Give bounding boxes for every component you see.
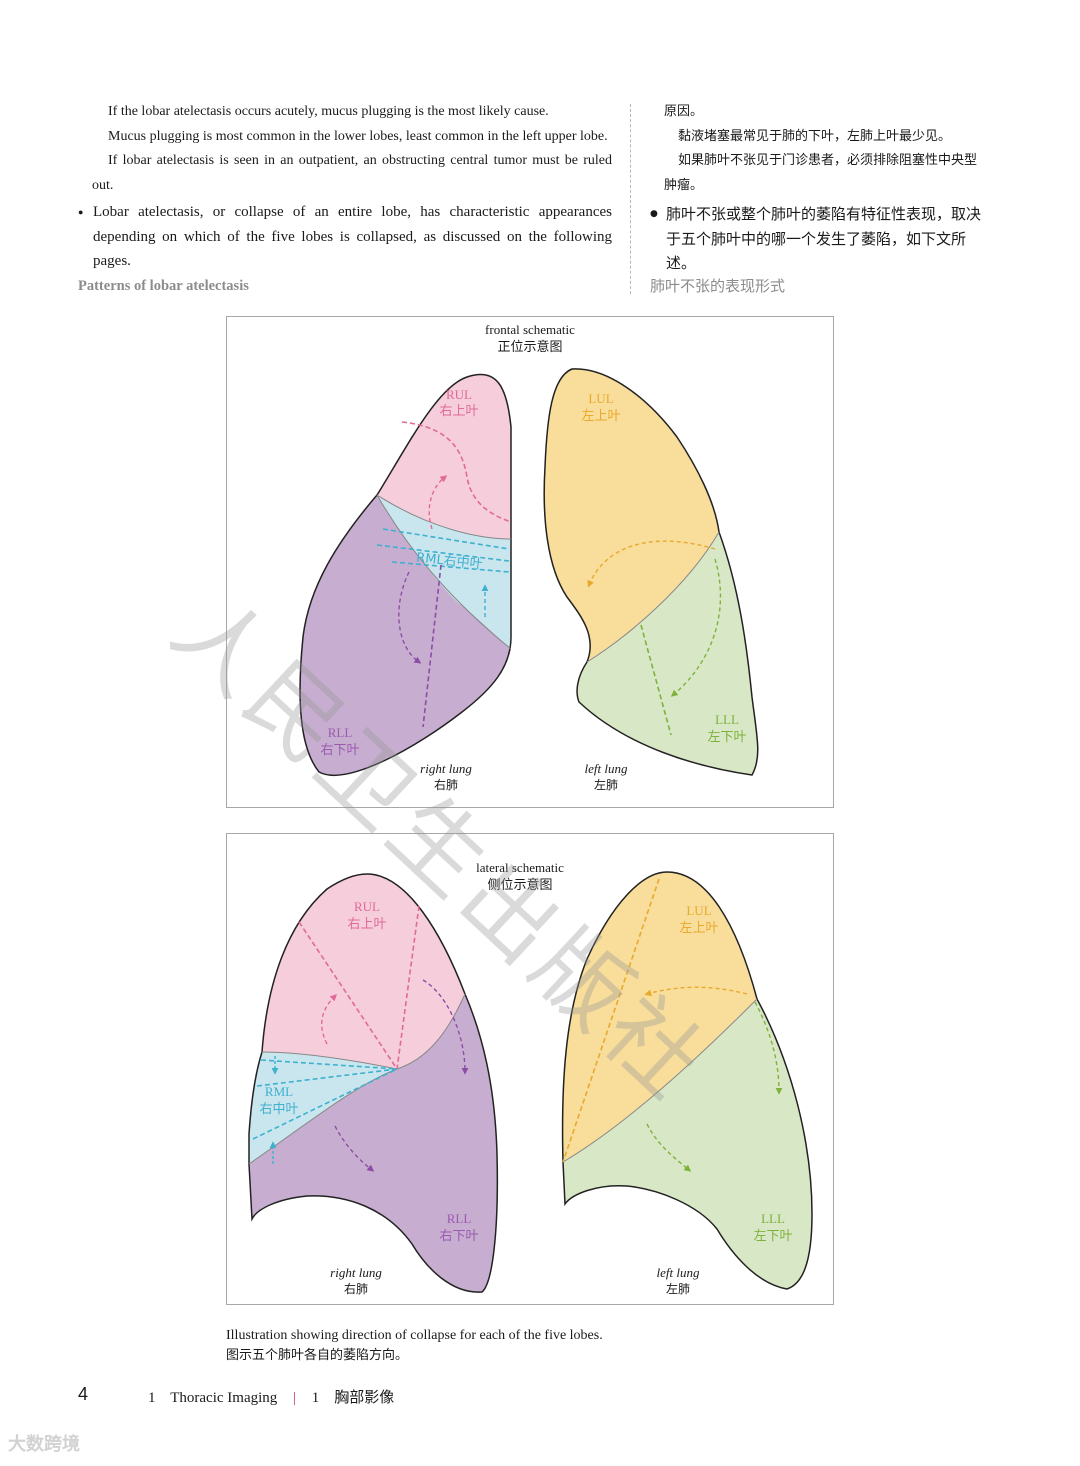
- frontal-left-lung-label: left lung 左肺: [567, 761, 645, 793]
- paragraph-acute-cause: If the lobar atelectasis occurs acutely,…: [78, 100, 612, 125]
- lateral-lll-label: LLL: [761, 1211, 785, 1226]
- chapter-separator: |: [293, 1390, 296, 1406]
- zh-paragraph-cause: 原因。: [650, 100, 985, 125]
- chapter-info: 1 Thoracic Imaging | 1 胸部影像: [148, 1386, 394, 1407]
- lateral-left-lung-en: left lung: [639, 1265, 717, 1281]
- caption-zh: 图示五个肺叶各自的萎陷方向。: [226, 1346, 603, 1366]
- bullet-lobar-atelectasis: Lobar atelectasis, or collapse of an ent…: [78, 200, 612, 274]
- frontal-right-lung-en: right lung: [407, 761, 485, 777]
- chapter-number-en: 1: [148, 1390, 156, 1406]
- zh-paragraph-outpatient: 如果肺叶不张见于门诊患者，必须排除阻塞性中央型肿瘤。: [650, 149, 985, 198]
- chapter-title-zh: 胸部影像: [334, 1388, 394, 1406]
- chinese-column: 原因。 黏液堵塞最常见于肺的下叶，左肺上叶最少见。 如果肺叶不张见于门诊患者，必…: [650, 100, 985, 298]
- frontal-rll-label-zh: 右下叶: [320, 743, 359, 758]
- zh-paragraph-mucus: 黏液堵塞最常见于肺的下叶，左肺上叶最少见。: [650, 125, 985, 150]
- english-column: If the lobar atelectasis occurs acutely,…: [78, 100, 612, 298]
- frontal-rul-label: RUL: [446, 387, 472, 402]
- lateral-rul-label: RUL: [354, 899, 380, 914]
- lateral-rml-label-zh: 右中叶: [259, 1102, 298, 1117]
- chapter-title-en: Thoracic Imaging: [170, 1390, 277, 1406]
- lateral-right-lung-label: right lung 右肺: [317, 1265, 395, 1297]
- frontal-figure: frontal schematic 正位示意图: [226, 316, 834, 808]
- lateral-lll-label-zh: 左下叶: [753, 1229, 792, 1244]
- lateral-lul-label: LUL: [686, 903, 711, 918]
- lateral-diagram: RUL 右上叶 RML 右中叶 RLL 右下叶 LUL 左上叶 LLL 左下叶: [227, 834, 833, 1304]
- frontal-left-lung-zh: 左肺: [567, 777, 645, 793]
- chapter-number-zh: 1: [312, 1390, 320, 1406]
- corner-logo: 大数跨境: [8, 1430, 80, 1456]
- frontal-right-lung-label: right lung 右肺: [407, 761, 485, 793]
- frontal-rul-label-zh: 右上叶: [439, 404, 478, 419]
- frontal-lul-label: LUL: [588, 391, 613, 406]
- column-divider: [630, 104, 631, 294]
- lateral-rll-label: RLL: [447, 1211, 472, 1226]
- zh-section-heading: 肺叶不张的表现形式: [650, 274, 985, 299]
- lateral-rul-label-zh: 右上叶: [347, 917, 386, 932]
- page-number: 4: [78, 1384, 88, 1405]
- figure-caption: Illustration showing direction of collap…: [226, 1326, 603, 1366]
- frontal-left-lung-en: left lung: [567, 761, 645, 777]
- frontal-lll-label: LLL: [715, 712, 739, 727]
- zh-bullet-lobar: 肺叶不张或整个肺叶的萎陷有特征性表现，取决于五个肺叶中的哪一个发生了萎陷，如下文…: [650, 202, 985, 276]
- lateral-figure: lateral schematic 侧位示意图: [226, 833, 834, 1305]
- frontal-right-lung-zh: 右肺: [407, 777, 485, 793]
- caption-en: Illustration showing direction of collap…: [226, 1326, 603, 1346]
- lateral-left-lung-label: left lung 左肺: [639, 1265, 717, 1297]
- lateral-lul-label-zh: 左上叶: [679, 921, 718, 936]
- frontal-rll-label: RLL: [328, 725, 353, 740]
- frontal-diagram: RUL 右上叶 RML右中叶 RLL 右下叶 LUL 左上叶 LLL 左下叶: [227, 317, 833, 807]
- paragraph-mucus-lobes: Mucus plugging is most common in the low…: [78, 125, 612, 150]
- lateral-right-lung-zh: 右肺: [317, 1281, 395, 1297]
- section-heading: Patterns of lobar atelectasis: [78, 274, 612, 299]
- lateral-right-lung-en: right lung: [317, 1265, 395, 1281]
- lateral-left-lung-zh: 左肺: [639, 1281, 717, 1297]
- frontal-lll-label-zh: 左下叶: [707, 730, 746, 745]
- lateral-rll-label-zh: 右下叶: [439, 1229, 478, 1244]
- lateral-rml-label: RML: [265, 1084, 293, 1099]
- paragraph-outpatient-tumor: If lobar atelectasis is seen in an outpa…: [78, 149, 612, 198]
- frontal-lul-label-zh: 左上叶: [581, 409, 620, 424]
